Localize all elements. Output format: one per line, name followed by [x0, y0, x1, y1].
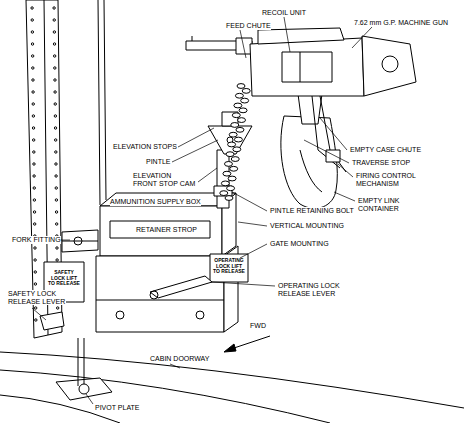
callout-label: CABIN DOORWAY — [150, 355, 209, 363]
belt-link — [220, 191, 228, 196]
callout-label: GATE MOUNTING — [270, 240, 329, 248]
belt-link — [241, 98, 249, 103]
rivet — [32, 139, 34, 141]
rivet — [34, 247, 36, 249]
belt-link — [221, 181, 229, 186]
rivet — [54, 139, 56, 141]
rivet — [54, 67, 56, 69]
belt-link — [228, 176, 236, 181]
rivet — [55, 211, 57, 213]
belt-link — [230, 166, 238, 171]
callout-label: OPERATING LOCK RELEASE LEVER — [278, 282, 348, 297]
rivet — [31, 55, 33, 57]
callout-label: 7.62 mm G.P. MACHINE GUN — [354, 19, 448, 27]
belt-link — [228, 142, 236, 147]
belt-link — [234, 137, 242, 142]
rivet — [54, 103, 56, 105]
belt-link — [232, 113, 240, 118]
rivet — [53, 19, 55, 21]
rivet — [53, 43, 55, 45]
belt-link — [237, 84, 245, 89]
rivet — [33, 151, 35, 153]
rivet — [54, 91, 56, 93]
callout-label: EMPTY LINK CONTAINER — [358, 197, 406, 212]
rivet — [33, 187, 35, 189]
rivet — [54, 79, 56, 81]
callout-label: RETAINER STROP — [136, 226, 197, 234]
rivet — [56, 247, 58, 249]
rivet — [31, 31, 33, 33]
rivet — [31, 43, 33, 45]
belt-link — [231, 123, 239, 128]
rivet — [33, 175, 35, 177]
rivet — [34, 259, 36, 261]
belt-link — [226, 152, 234, 157]
belt-link — [236, 127, 244, 132]
placard-text: SAFETY LOCK LIFT TO RELEASE — [47, 270, 81, 287]
rivet — [56, 259, 58, 261]
rivet — [53, 31, 55, 33]
callout-label: EMPTY CASE CHUTE — [350, 146, 421, 154]
rivet — [55, 175, 57, 177]
rivet — [55, 151, 57, 153]
callout-label: PIVOT PLATE — [95, 404, 139, 412]
placard-text: OPERATING LOCK LIFT TO RELEASE — [212, 258, 246, 275]
callout-label: TRAVERSE STOP — [352, 159, 410, 167]
rivet — [33, 223, 35, 225]
callout-label: FWD — [250, 322, 266, 330]
callout-label: SAFETY LOCK RELEASE LEVER — [8, 290, 66, 305]
callout-label: PINTLE RETAINING BOLT — [270, 207, 354, 215]
callout-label: FEED CHUTE — [226, 22, 271, 30]
belt-link — [224, 162, 232, 167]
belt-link — [235, 93, 243, 98]
callout-label: ELEVATION FRONT STOP CAM — [133, 172, 197, 187]
rivet — [35, 319, 37, 321]
belt-link — [238, 118, 246, 123]
rivet — [32, 91, 34, 93]
rivet — [32, 79, 34, 81]
rivet — [55, 199, 57, 201]
rivet — [34, 307, 36, 309]
rivet — [55, 223, 57, 225]
callout-label: RECOIL UNIT — [262, 9, 306, 17]
belt-link — [225, 196, 233, 201]
belt-link — [242, 88, 250, 93]
rivet — [32, 67, 34, 69]
rivet — [34, 283, 36, 285]
rivet — [32, 103, 34, 105]
rivet — [53, 55, 55, 57]
rivet — [55, 187, 57, 189]
callout-label: AMMUNITION SUPPLY BOX — [110, 198, 201, 206]
rivet — [31, 19, 33, 21]
callout-label: ELEVATION STOPS — [113, 143, 177, 151]
belt-link — [233, 147, 241, 152]
rivet — [33, 163, 35, 165]
rivet — [53, 7, 55, 9]
belt-link — [229, 132, 237, 137]
belt-link — [234, 103, 242, 108]
rivet — [54, 127, 56, 129]
callout-label: FORK FITTING — [12, 236, 61, 244]
rivet — [55, 163, 57, 165]
rivet — [34, 271, 36, 273]
rivet — [32, 115, 34, 117]
rivet — [56, 307, 58, 309]
rivet — [32, 127, 34, 129]
belt-link — [239, 108, 247, 113]
rivet — [31, 7, 33, 9]
belt-link — [231, 157, 239, 162]
rivet — [33, 211, 35, 213]
callout-label: VERTICAL MOUNTING — [270, 222, 344, 230]
rivet — [33, 199, 35, 201]
rivet — [54, 115, 56, 117]
belt-link — [227, 186, 235, 191]
callout-label: PINTLE — [146, 158, 171, 166]
belt-link — [223, 171, 231, 176]
callout-label: FIRING CONTROL MECHANISM — [356, 172, 416, 187]
